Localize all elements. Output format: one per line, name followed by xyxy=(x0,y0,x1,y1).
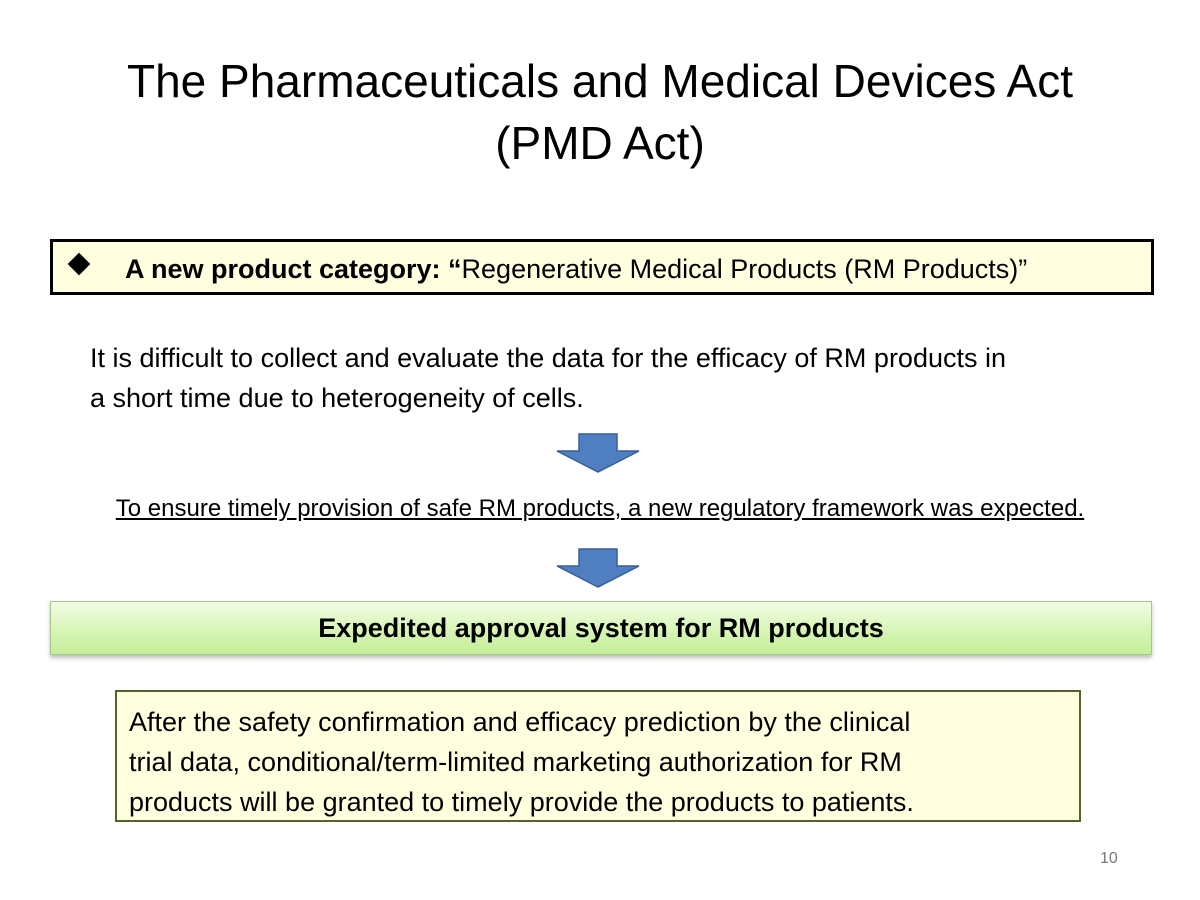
authorization-line2: trial data, conditional/term-limited mar… xyxy=(129,747,902,777)
diamond-bullet-icon xyxy=(67,252,91,276)
down-arrow-icon xyxy=(556,433,640,473)
slide-title: The Pharmaceuticals and Medical Devices … xyxy=(0,50,1200,174)
expectation-statement: To ensure timely provision of safe RM pr… xyxy=(115,495,1085,522)
difficulty-paragraph: It is difficult to collect and evaluate … xyxy=(90,338,1170,418)
category-label-rest: Regenerative Medical Products (RM Produc… xyxy=(461,254,1028,284)
down-arrow-icon xyxy=(556,548,640,588)
difficulty-line1: It is difficult to collect and evaluate … xyxy=(90,343,1006,373)
page-number: 10 xyxy=(1100,850,1118,867)
expedited-approval-label: Expedited approval system for RM product… xyxy=(318,613,884,643)
difficulty-line2: a short time due to heterogeneity of cel… xyxy=(90,383,584,413)
category-text: A new product category: “Regenerative Me… xyxy=(125,254,1027,284)
authorization-line1: After the safety confirmation and effica… xyxy=(129,707,911,737)
expedited-approval-box: Expedited approval system for RM product… xyxy=(50,601,1152,655)
authorization-box: After the safety confirmation and effica… xyxy=(115,690,1081,822)
slide-title-line2: (PMD Act) xyxy=(495,117,705,169)
authorization-line3: products will be granted to timely provi… xyxy=(129,787,914,817)
category-box: A new product category: “Regenerative Me… xyxy=(50,239,1154,295)
slide-title-line1: The Pharmaceuticals and Medical Devices … xyxy=(127,55,1073,107)
category-label-bold: A new product category: “ xyxy=(125,254,462,284)
